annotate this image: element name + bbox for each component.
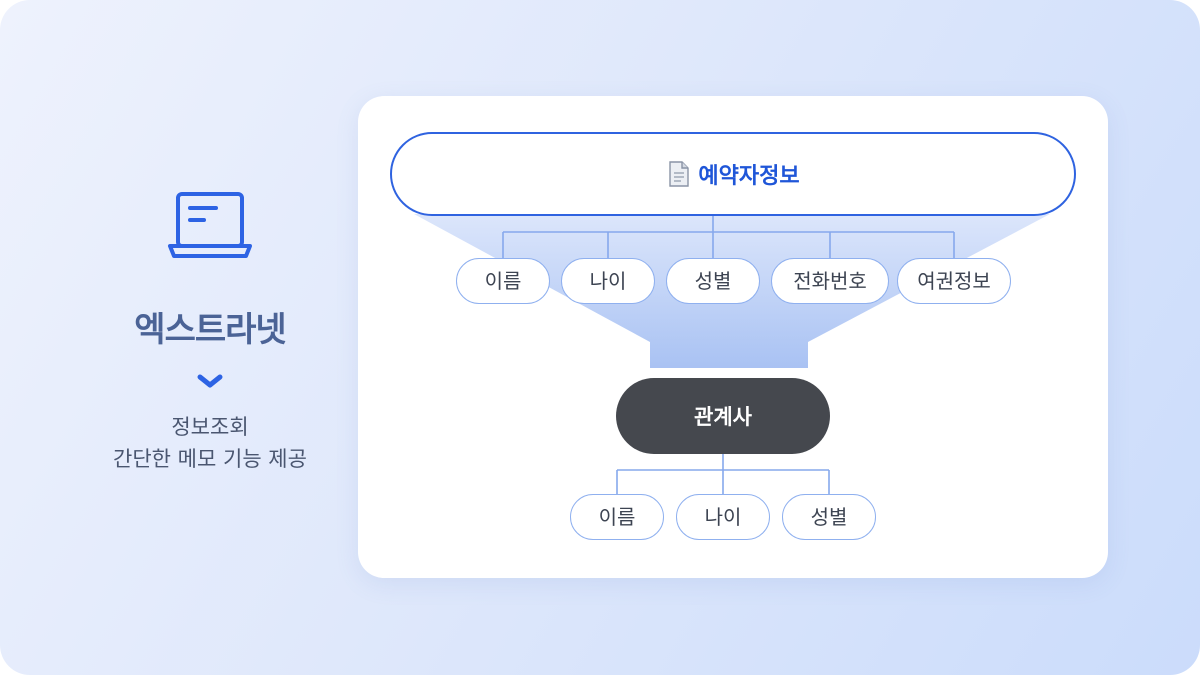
top-field-name: 이름	[456, 258, 550, 304]
description-line: 정보조회	[171, 415, 249, 439]
top-field-age: 나이	[561, 258, 655, 304]
description-line: 간단한 메모 기능 제공	[113, 447, 307, 471]
laptop-icon	[168, 192, 252, 258]
document-icon	[669, 161, 690, 187]
product-name: 엑스트라넷	[134, 310, 286, 350]
booker-info-node: 예약자정보	[390, 132, 1076, 216]
top-field-passport: 여권정보	[897, 258, 1011, 304]
left-panel: 엑스트라넷 정보조회 간단한 메모 기능 제공	[60, 180, 360, 475]
affiliate-node: 관계사	[616, 378, 830, 454]
bottom-field-name: 이름	[570, 494, 664, 540]
description: 정보조회 간단한 메모 기능 제공	[60, 411, 360, 475]
bottom-field-age: 나이	[676, 494, 770, 540]
booker-info-title: 예약자정보	[698, 164, 800, 189]
top-field-gender: 성별	[666, 258, 760, 304]
chevron-down-icon	[197, 374, 223, 388]
top-field-phone: 전화번호	[771, 258, 889, 304]
bottom-field-gender: 성별	[782, 494, 876, 540]
